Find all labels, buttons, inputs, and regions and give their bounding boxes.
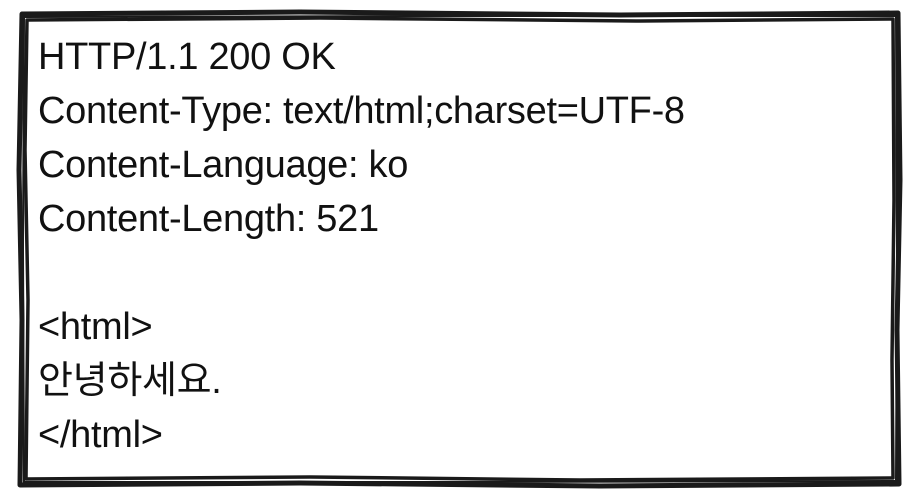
body-close-tag: </html> bbox=[38, 414, 163, 456]
header-content-type: Content-Type: text/html;charset=UTF-8 bbox=[38, 90, 685, 132]
status-line: HTTP/1.1 200 OK bbox=[38, 36, 336, 78]
header-content-language: Content-Language: ko bbox=[38, 144, 409, 186]
header-body-separator bbox=[38, 246, 888, 300]
body-open-tag: <html> bbox=[38, 306, 153, 348]
body-text: 안녕하세요. bbox=[38, 360, 222, 402]
http-message: HTTP/1.1 200 OK Content-Type: text/html;… bbox=[38, 30, 888, 462]
header-content-length: Content-Length: 521 bbox=[38, 198, 379, 240]
